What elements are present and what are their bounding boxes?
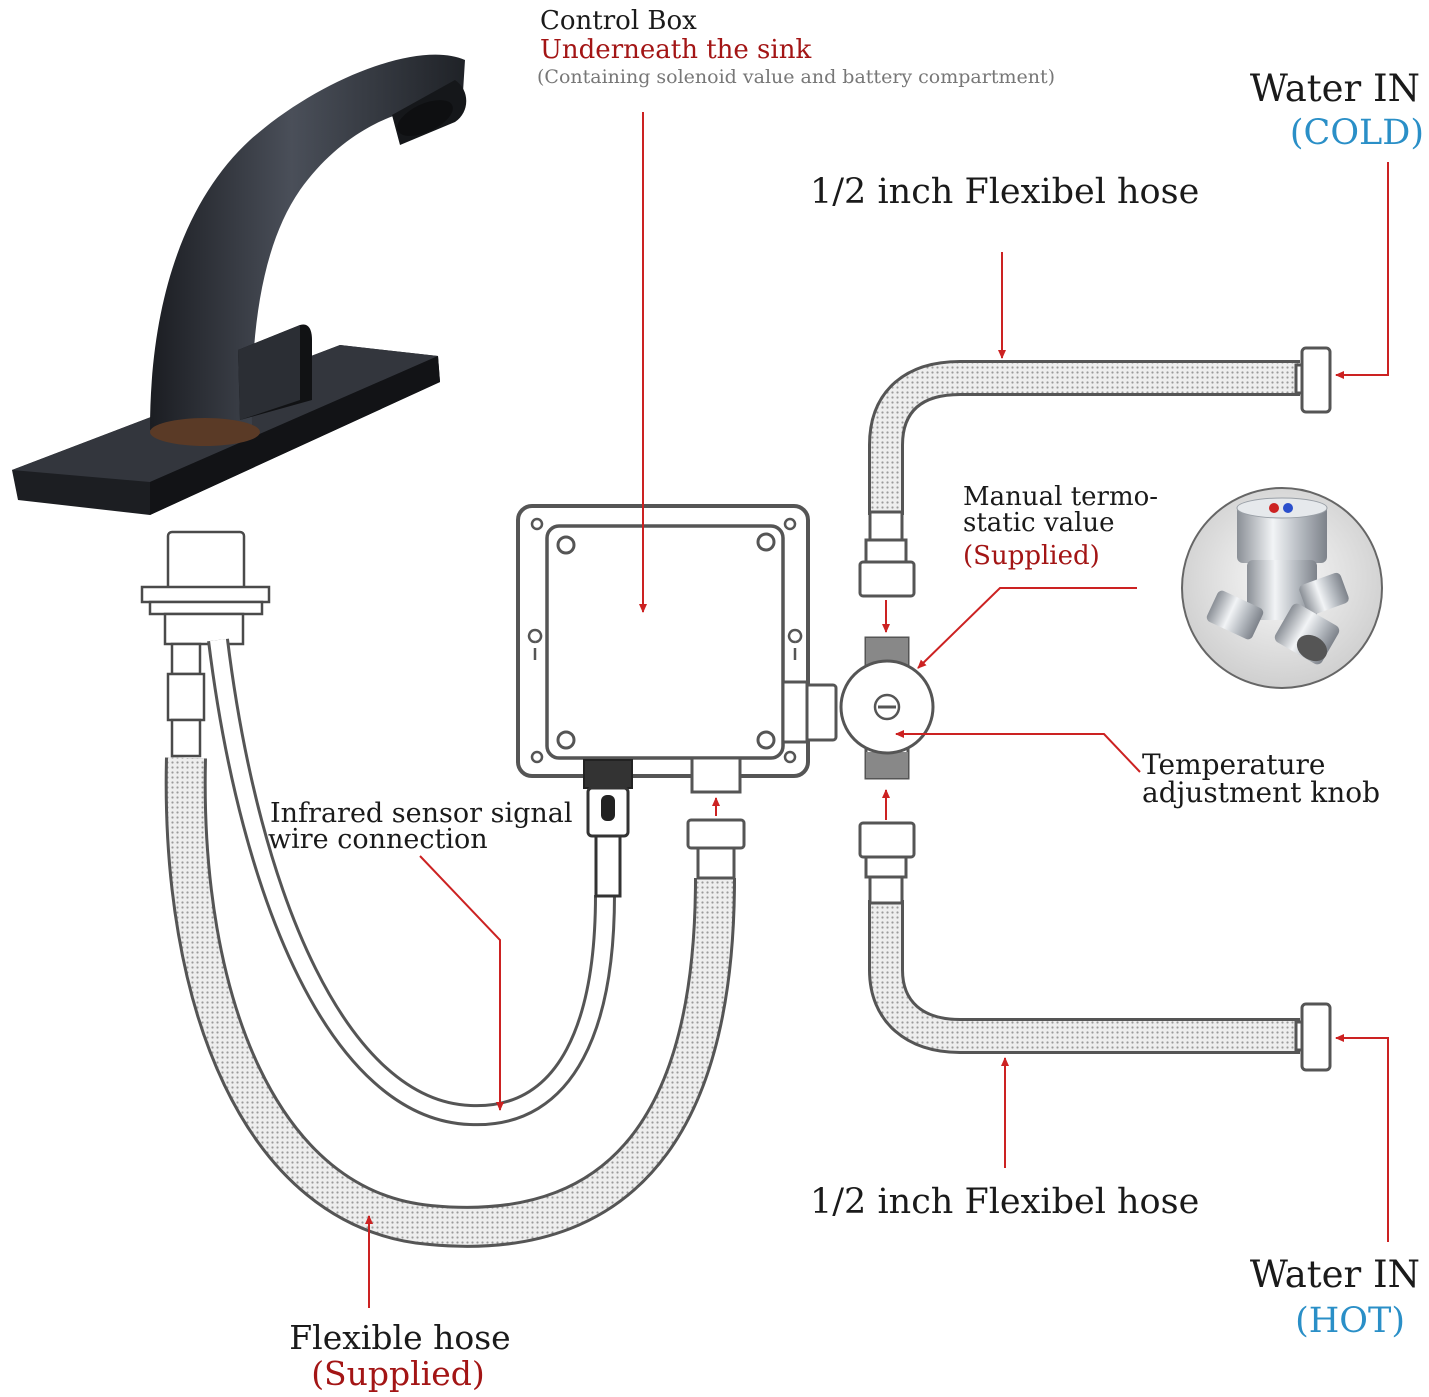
flexible-supplied-label: (Supplied): [311, 1354, 485, 1393]
faucet-icon: [12, 54, 467, 515]
outlet-nut-icon: [686, 818, 746, 880]
left-flexible-hose-icon: [164, 757, 736, 1248]
sensor-plug-icon: [583, 759, 633, 898]
cold-label: (COLD): [1290, 113, 1424, 153]
flexible-hose-label: Flexible hose: [289, 1318, 510, 1357]
sensor-label-line2: wire connection: [268, 824, 488, 855]
control-box-note: (Containing solenoid value and battery c…: [537, 66, 1055, 88]
thermostatic-valve-icon: [839, 636, 935, 780]
leader-lines: [365, 112, 1389, 1308]
control-box-location: Underneath the sink: [540, 35, 811, 65]
water-in-cold-label: Water IN: [1250, 67, 1420, 110]
sensor-label-line1: Infrared sensor signal: [270, 798, 573, 829]
hose-bottom-label: 1/2 inch Flexibel hose: [810, 1182, 1199, 1222]
thermostatic-supplied-label: (Supplied): [963, 541, 1100, 571]
valve-photo-icon: [1181, 487, 1383, 689]
water-in-hot-label: Water IN: [1250, 1253, 1420, 1296]
temperature-label-line2: adjustment knob: [1142, 776, 1380, 809]
hose-top-label: 1/2 inch Flexibel hose: [810, 172, 1199, 212]
sensor-wire-icon: [207, 638, 616, 1127]
hot-hose-icon: [858, 821, 1332, 1072]
cold-hose-icon: [858, 346, 1332, 598]
thermostatic-label-line1: Manual termo-: [963, 482, 1158, 512]
sensor-connector-icon: [140, 530, 271, 758]
thermostatic-label-line2: static value: [963, 508, 1115, 538]
temperature-label-line1: Temperature: [1142, 748, 1325, 781]
control-box-title: Control Box: [540, 6, 697, 36]
control-box-icon: [516, 504, 838, 794]
hot-label: (HOT): [1295, 1301, 1405, 1341]
